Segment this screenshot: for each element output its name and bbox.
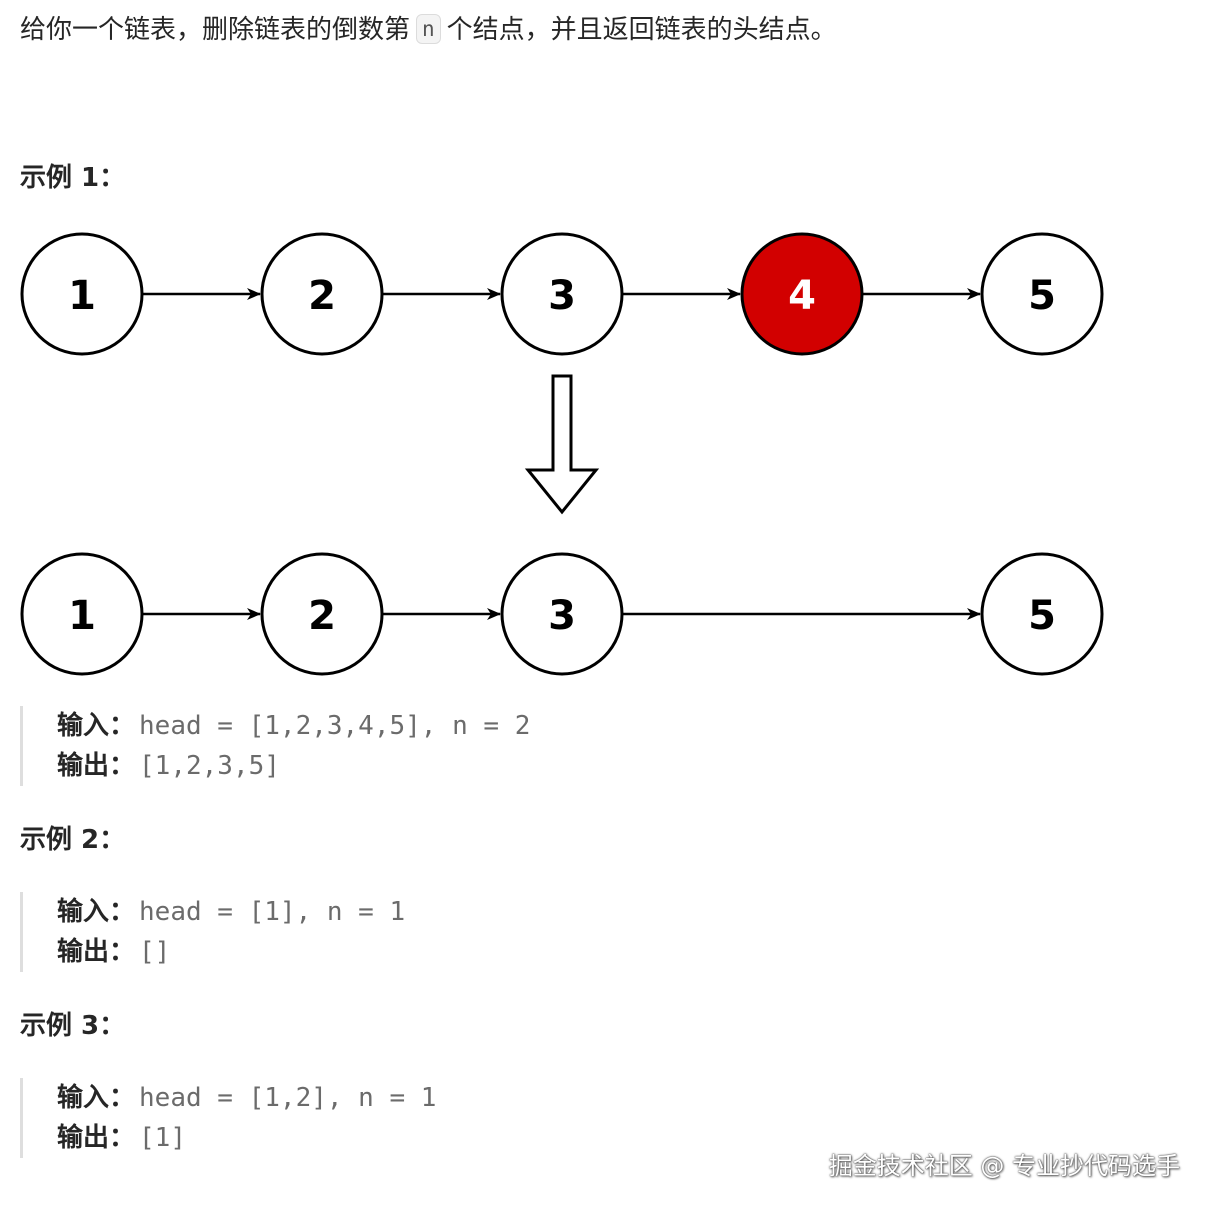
example-3-block: 输入：head = [1,2], n = 1 输出：[1] xyxy=(20,1078,436,1158)
output-colon: ： xyxy=(109,1123,136,1153)
example-2-input-value: head = [1], n = 1 xyxy=(139,897,406,927)
example-1-input-line: 输入：head = [1,2,3,4,5], n = 2 xyxy=(57,706,530,746)
example-2-input-line: 输入：head = [1], n = 1 xyxy=(57,892,405,932)
top-node-5: 5 xyxy=(980,232,1104,356)
down-arrow-icon xyxy=(524,374,600,515)
result-node-5: 5 xyxy=(980,552,1104,676)
result-node-1: 1 xyxy=(20,552,144,676)
example-3-output-value: [1] xyxy=(139,1123,186,1153)
input-label: 输入 xyxy=(57,1083,110,1113)
output-label: 输出 xyxy=(57,937,110,967)
top-node-5-label: 5 xyxy=(1028,273,1056,319)
example-2-output-line: 输出：[] xyxy=(57,932,405,972)
top-node-3-label: 3 xyxy=(548,273,576,319)
example-3-output-line: 输出：[1] xyxy=(57,1118,436,1158)
example-2-title: 示例 2： xyxy=(20,825,126,855)
example-2-block: 输入：head = [1], n = 1 输出：[] xyxy=(20,892,405,972)
input-colon: ： xyxy=(109,897,136,927)
input-label: 输入 xyxy=(57,897,110,927)
output-colon: ： xyxy=(109,937,136,967)
example-1-input-value: head = [1,2,3,4,5], n = 2 xyxy=(139,711,531,741)
top-node-4-label: 4 xyxy=(788,273,816,319)
top-node-1: 1 xyxy=(20,232,144,356)
top-node-2: 2 xyxy=(260,232,384,356)
result-node-3-label: 3 xyxy=(548,593,576,639)
top-node-4-removed: 4 xyxy=(740,232,864,356)
example-3-input-value: head = [1,2], n = 1 xyxy=(139,1083,437,1113)
top-node-2-label: 2 xyxy=(308,273,336,319)
input-colon: ： xyxy=(109,1083,136,1113)
output-colon: ： xyxy=(109,751,136,781)
example-1-block: 输入：head = [1,2,3,4,5], n = 2 输出：[1,2,3,5… xyxy=(20,706,530,786)
output-label: 输出 xyxy=(57,751,110,781)
result-node-5-label: 5 xyxy=(1028,593,1056,639)
example-3-input-line: 输入：head = [1,2], n = 1 xyxy=(57,1078,436,1118)
intro-text-after: 个结点，并且返回链表的头结点。 xyxy=(446,15,837,45)
example-1-title: 示例 1： xyxy=(20,163,126,193)
input-colon: ： xyxy=(109,711,136,741)
top-node-1-label: 1 xyxy=(68,273,96,319)
linked-list-diagram: 1 2 3 4 5 1 2 3 5 xyxy=(20,232,1104,676)
inline-code-n: n xyxy=(416,14,441,44)
top-node-3: 3 xyxy=(500,232,624,356)
result-node-1-label: 1 xyxy=(68,593,96,639)
example-1-output-line: 输出：[1,2,3,5] xyxy=(57,746,530,786)
result-node-3: 3 xyxy=(500,552,624,676)
example-3-title: 示例 3： xyxy=(20,1011,126,1041)
example-2-output-value: [] xyxy=(139,937,171,967)
watermark: 掘金技术社区 @ 专业抄代码选手 xyxy=(828,1152,1180,1180)
result-node-2: 2 xyxy=(260,552,384,676)
output-label: 输出 xyxy=(57,1123,110,1153)
result-node-2-label: 2 xyxy=(308,593,336,639)
intro-text-before: 给你一个链表，删除链表的倒数第 xyxy=(20,15,411,45)
example-1-output-value: [1,2,3,5] xyxy=(139,751,280,781)
input-label: 输入 xyxy=(57,711,110,741)
